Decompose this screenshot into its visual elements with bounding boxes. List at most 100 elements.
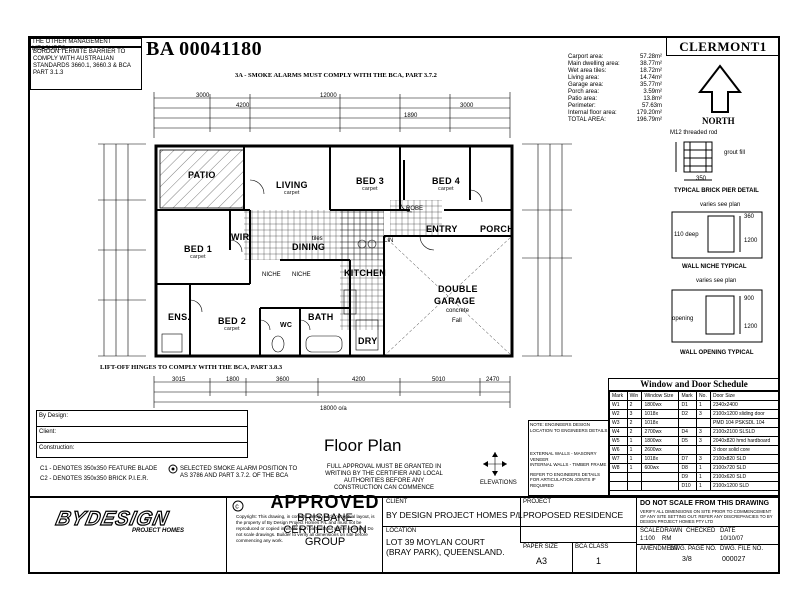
schedule-note: NOTE: ENGINEERS DESIGN LOCATION TO ENGIN… bbox=[530, 422, 608, 433]
pier-grout-label: grout fill bbox=[724, 150, 746, 156]
schedule-cell: 2100x820 SLD bbox=[709, 454, 780, 464]
pier-rod-label: M12 threaded rod bbox=[670, 130, 718, 136]
schedule-cell: D4 bbox=[678, 427, 698, 437]
schedule-cell: 3 door solid core bbox=[709, 445, 780, 455]
schedule-cell: D9 bbox=[678, 472, 698, 482]
floor-plan-title: Floor Plan bbox=[324, 436, 402, 455]
schedule-cell bbox=[696, 445, 711, 455]
schedule-cell bbox=[678, 445, 698, 455]
room-name: LIVING bbox=[276, 180, 308, 190]
niche-varies: varies see plan bbox=[700, 202, 741, 208]
dim-bottom: 4200 bbox=[352, 377, 366, 383]
tb-scale-label: SCALE bbox=[640, 528, 660, 534]
schedule-cell bbox=[609, 481, 628, 491]
schedule-cell bbox=[641, 472, 680, 482]
tb-dwg-file: 000027 bbox=[722, 556, 746, 563]
schedule-cell: D10 bbox=[678, 481, 698, 491]
area-label: Wet area tiles: bbox=[568, 68, 607, 74]
schedule-cell: 1018x bbox=[641, 409, 680, 419]
approved-stamp-line2: BRISBANE bbox=[297, 512, 353, 524]
schedule-cell: D1 bbox=[678, 400, 698, 410]
room-name: BED 2 bbox=[218, 316, 247, 326]
tb-disclaimer: VERIFY ALL DIMENSIONS ON SITE PRIOR TO C… bbox=[640, 509, 773, 524]
divider bbox=[226, 498, 227, 574]
room-name: BED 4 bbox=[432, 176, 461, 186]
termite-note: BORDON TERMITE BARRIER TO COMPLY WITH AU… bbox=[30, 46, 142, 90]
area-value: 179.20m² bbox=[636, 110, 662, 116]
schedule-cell: D2 bbox=[678, 409, 698, 419]
area-label: Living area: bbox=[568, 75, 600, 81]
room-label-wc: WC bbox=[280, 322, 293, 329]
niche-label: NICHE bbox=[262, 272, 281, 278]
area-label: Porch area: bbox=[568, 89, 600, 95]
area-row: Living area: 14.74m² bbox=[568, 75, 662, 82]
tb-client-label: CLIENT bbox=[386, 499, 408, 505]
client-label: Client: bbox=[37, 427, 247, 443]
room-floor-dining: tiles bbox=[312, 236, 323, 242]
dim-bottom: 5010 bbox=[432, 377, 446, 383]
smoke-alarm-note: 3A - SMOKE ALARMS MUST COMPLY WITH THE B… bbox=[235, 72, 437, 79]
divider bbox=[382, 498, 383, 574]
schedule-note: INTERNAL WALLS - TIMBER FRAME bbox=[530, 462, 607, 467]
room-label-entry: ENTRY bbox=[426, 224, 458, 234]
wall-opening-detail-icon bbox=[671, 289, 763, 343]
schedule-cell: D8 bbox=[678, 463, 698, 473]
top-dimension-lines bbox=[153, 92, 511, 138]
dim-top: 4200 bbox=[236, 103, 250, 109]
dim-bottom: 3015 bbox=[172, 377, 186, 383]
niche-label: NICHE bbox=[292, 272, 311, 278]
schedule-cell: 1800wx bbox=[641, 436, 680, 446]
tb-location-label: LOCATION bbox=[386, 528, 417, 534]
tb-project: PROPOSED RESIDENCE bbox=[523, 510, 624, 520]
schedule-cell: 3 bbox=[696, 427, 711, 437]
room-name: BED 3 bbox=[356, 176, 385, 186]
area-value: 14.74m² bbox=[639, 75, 662, 81]
room-label-porch: PORCH bbox=[480, 224, 515, 234]
schedule-cell: 1 bbox=[696, 463, 711, 473]
area-value: 3.59m² bbox=[643, 89, 662, 95]
schedule-cell: 2100x2100 SLSLD bbox=[709, 427, 780, 437]
title-info-block: By Design: Client: Construction: bbox=[36, 410, 248, 458]
termite-note-line: PART 3.1.3 bbox=[33, 70, 64, 76]
room-label-bath: BATH bbox=[308, 312, 334, 322]
schedule-header-row: Mark Win Window Size Mark No. Door Size bbox=[609, 391, 780, 401]
schedule-title: Window and Door Schedule bbox=[609, 379, 779, 391]
area-label: Patio area: bbox=[568, 96, 598, 102]
copyright-text: Copyright: This drawing, in content, des… bbox=[236, 514, 375, 543]
schedule-cell: 2100x720 SLD bbox=[709, 463, 780, 473]
schedule-cell: 3 bbox=[696, 454, 711, 464]
schedule-cell: PMD 104 PSKSDL 104 bbox=[709, 418, 780, 428]
linen-label: LIN bbox=[384, 238, 394, 244]
area-label: Main dwelling area: bbox=[568, 61, 620, 67]
area-label: Internal floor area: bbox=[568, 110, 617, 116]
tb-checked-label: CHECKED bbox=[686, 528, 716, 534]
logo-wordmark: BYDESIGN bbox=[53, 507, 171, 530]
area-schedule: Carport area:57.28m² Main dwelling area:… bbox=[568, 54, 662, 124]
divider bbox=[382, 526, 636, 527]
room-label-wir: WIR bbox=[231, 232, 250, 242]
schedule-header: Mark bbox=[678, 391, 698, 401]
dim-top: 3000 bbox=[196, 93, 210, 99]
approved-stamp-line3: CERTIFICATION GROUP bbox=[283, 524, 367, 548]
pier-dim: 350 bbox=[696, 176, 707, 182]
tb-dont-scale: DO NOT SCALE FROM THIS DRAWING bbox=[640, 500, 770, 507]
left-dimension-lines bbox=[98, 143, 146, 357]
schedule-note: REFER TO ENGINEERS DETAILS FOR ARTICULAT… bbox=[530, 471, 601, 488]
tb-dwg-file-label: DWG. FILE NO. bbox=[720, 546, 764, 552]
schedule-header: Win bbox=[626, 391, 643, 401]
schedule-cell: 2100x1200 sliding door bbox=[709, 409, 780, 419]
termite-note-line: COMPLY WITH AUSTRALIAN bbox=[33, 56, 114, 62]
opening-varies: varies see plan bbox=[696, 278, 737, 284]
tb-dwg-page: 3/8 bbox=[682, 556, 692, 563]
opening-detail-title: WALL OPENING TYPICAL bbox=[680, 350, 754, 356]
room-floor: carpet bbox=[362, 186, 378, 192]
schedule-cell: W3 bbox=[609, 418, 628, 428]
